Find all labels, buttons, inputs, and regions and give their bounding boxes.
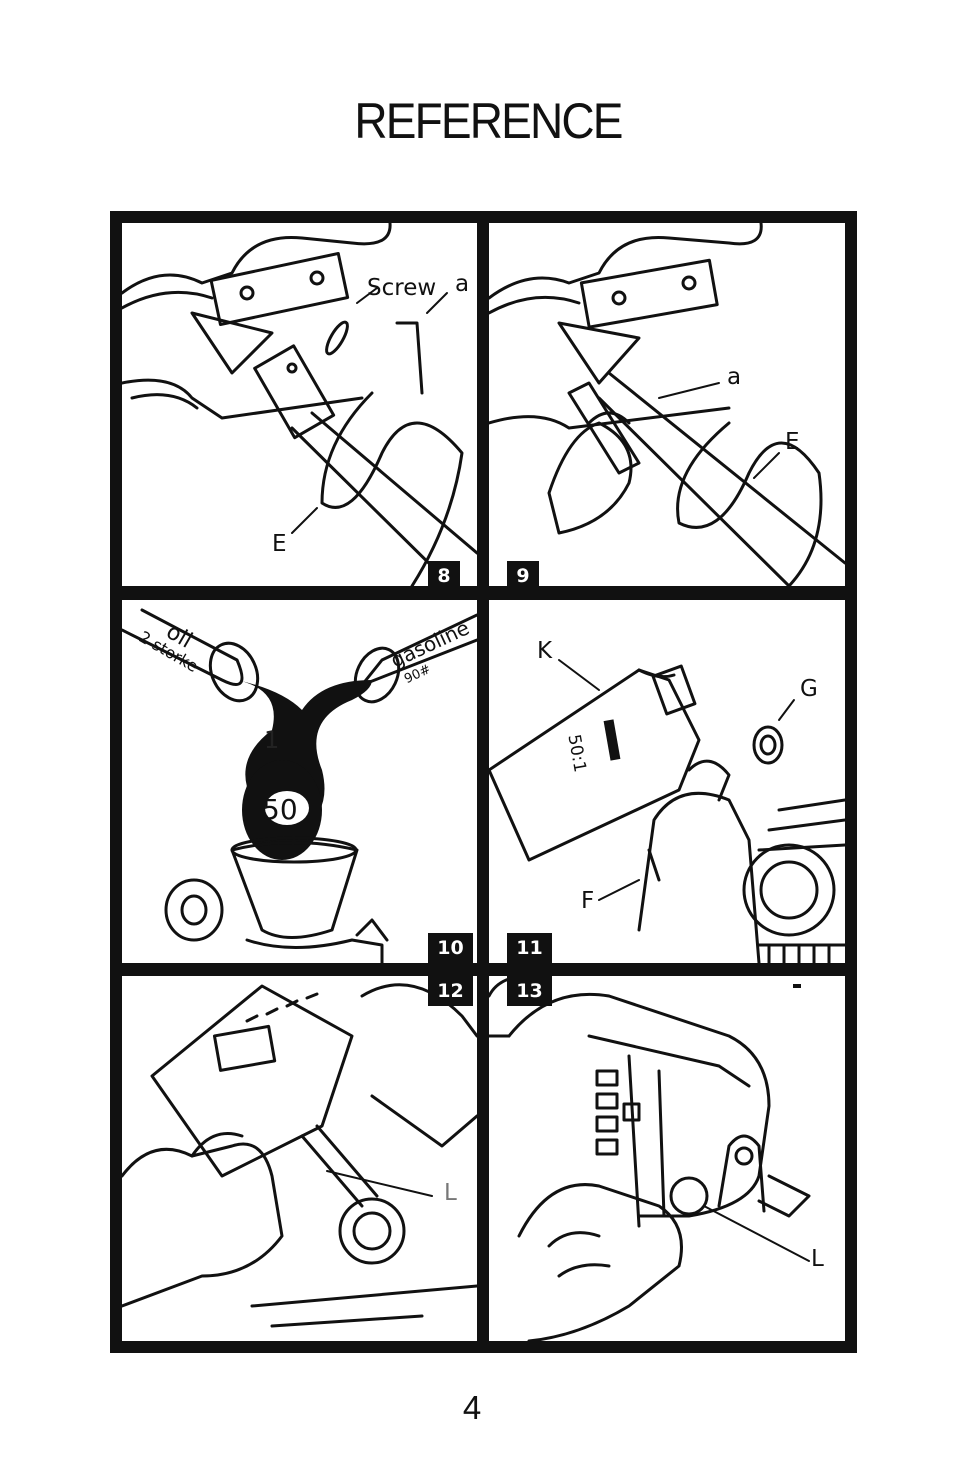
handle-assembly-illustration xyxy=(122,223,477,586)
label-g: G xyxy=(800,676,818,702)
panel-step-9: a E 9 xyxy=(489,223,845,586)
label-a: a xyxy=(455,271,470,297)
panel-step-11: K G F 50:1 11 xyxy=(489,600,845,963)
label-ratio-1: 1 xyxy=(264,726,280,754)
step-number-9: 9 xyxy=(507,561,539,586)
step-number-13: 13 xyxy=(507,976,552,1006)
panel-step-8: Screw a E 8 xyxy=(122,223,477,586)
label-l: L xyxy=(444,1180,457,1206)
label-n7-corner xyxy=(793,984,801,988)
step-number-11: 11 xyxy=(507,933,552,963)
label-l: L xyxy=(811,1246,824,1272)
panel-step-12: L 12 xyxy=(122,976,477,1341)
page-title: REFERENCE xyxy=(354,93,623,149)
label-f: F xyxy=(581,888,595,914)
fuel-cap-illustration xyxy=(122,983,477,1328)
page-number: 4 xyxy=(462,1389,482,1426)
label-k: K xyxy=(537,638,553,664)
panel-step-13: L 13 xyxy=(489,976,845,1341)
label-screw: Screw xyxy=(367,275,437,301)
primer-bulb-illustration xyxy=(489,976,811,1341)
step-number-12: 12 xyxy=(428,976,473,1006)
illustration-grid: Screw a E 8 a E 9 xyxy=(110,211,857,1353)
step-number-8: 8 xyxy=(428,561,460,586)
step-number-10: 10 xyxy=(428,933,473,963)
label-e: E xyxy=(785,429,800,455)
label-ratio-50: 50 xyxy=(262,793,298,826)
label-a: a xyxy=(727,364,742,390)
fuel-mixing-illustration xyxy=(122,608,477,963)
panel-step-10: oil 2 storke gasoline 90# 1 50 10 xyxy=(122,600,477,963)
fuel-tank-filling-illustration xyxy=(489,659,845,963)
label-e: E xyxy=(272,531,287,557)
tighten-handle-illustration xyxy=(489,223,845,586)
